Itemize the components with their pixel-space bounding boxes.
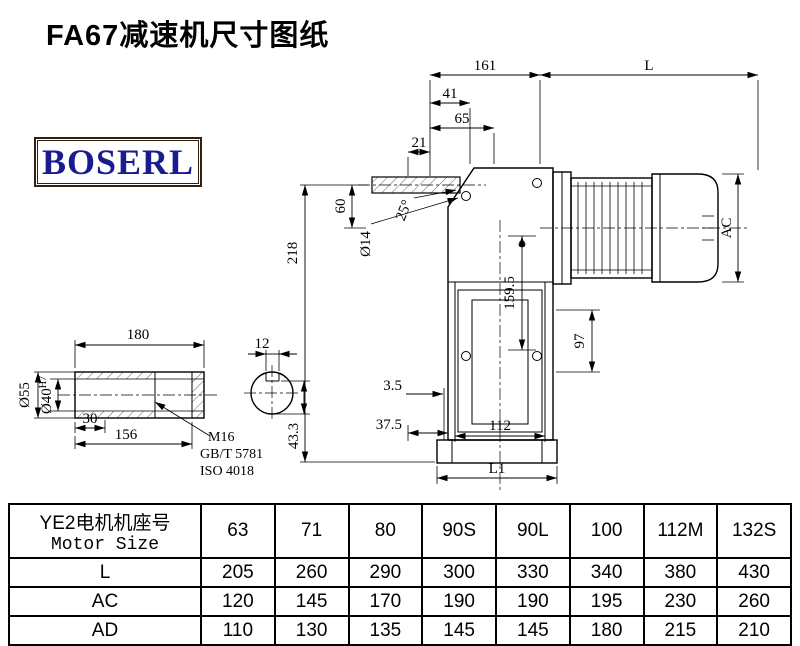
- header-motor-size-cn: YE2电机机座号: [39, 512, 171, 534]
- dim-3-5: 3.5: [383, 378, 402, 394]
- bolt-hole: [532, 178, 542, 188]
- dim-dia14: Ø14: [358, 231, 374, 257]
- standard-iso: ISO 4018: [200, 464, 254, 479]
- table-cell: 260: [273, 557, 350, 588]
- dim-L1: L1: [489, 461, 506, 477]
- col-header-90s: 90S: [421, 503, 497, 559]
- dim-97: 97: [572, 333, 588, 349]
- col-header-71: 71: [273, 503, 350, 559]
- dim-65: 65: [455, 111, 470, 127]
- table-cell: 145: [421, 615, 497, 646]
- dim-30: 30: [83, 411, 98, 427]
- col-header-112m: 112M: [642, 503, 719, 559]
- dim-angle-25: 25°: [393, 198, 416, 223]
- col-header-63: 63: [200, 503, 276, 559]
- dimensions-main: 161 L 41 65 21 60 218 Ø14 25° 159.5 97 A…: [285, 58, 759, 484]
- bolt-hole: [461, 351, 471, 361]
- table-cell: 120: [200, 586, 276, 617]
- page-title: FA67减速机尺寸图纸: [46, 20, 330, 52]
- col-header-80: 80: [347, 503, 424, 559]
- motor-fins: [577, 182, 643, 274]
- technical-drawing: 161 L 41 65 21 60 218 Ø14 25° 159.5 97 A…: [17, 58, 759, 492]
- col-header-90l: 90L: [495, 503, 571, 559]
- gearbox-housing: [436, 167, 558, 464]
- keyway: [265, 373, 280, 382]
- table-cell: 215: [642, 615, 719, 646]
- table-cell: 300: [421, 557, 497, 588]
- table-cell: 290: [347, 557, 424, 588]
- dim-AC: AC: [719, 218, 735, 239]
- col-header-100: 100: [568, 503, 645, 559]
- dim-43-3: 43.3: [286, 423, 302, 449]
- bolt-hole: [461, 191, 471, 201]
- dim-dia40h7: Ø40H7: [38, 376, 55, 414]
- motor-size-table: YE2电机机座号 Motor Size 63 71 80 90S 90L 100…: [8, 503, 792, 646]
- table-row-AC: AC 120 145 170 190 190 195 230 260: [8, 586, 792, 617]
- table-cell: 145: [495, 615, 571, 646]
- dim-L: L: [644, 58, 653, 74]
- bolt-hole: [532, 351, 542, 361]
- dim-161: 161: [474, 58, 497, 74]
- dim-37-5: 37.5: [376, 417, 402, 433]
- table-cell: 170: [347, 586, 424, 617]
- row-label-AD: AD: [8, 615, 202, 646]
- table-cell: 430: [716, 557, 792, 588]
- dim-41: 41: [443, 86, 458, 102]
- table-cell: 110: [200, 615, 276, 646]
- logo-text: BOSERL: [41, 142, 195, 182]
- table-cell: 180: [568, 615, 645, 646]
- dim-60: 60: [333, 199, 349, 214]
- motor: [552, 171, 719, 285]
- table-cell: 330: [495, 557, 571, 588]
- table-cell: 210: [716, 615, 792, 646]
- table-row-L: L 205 260 290 300 330 340 380 430: [8, 557, 792, 588]
- dimensions-end-view: 12 43.3: [248, 336, 310, 449]
- table-row-AD: AD 110 130 135 145 145 180 215 210: [8, 615, 792, 646]
- standard-gbt: GB/T 5781: [200, 447, 263, 462]
- shaft-end-view: 12 43.3: [244, 336, 310, 449]
- boserl-logo: BOSERL: [34, 137, 202, 187]
- table-cell: 130: [273, 615, 350, 646]
- table-cell: 135: [347, 615, 424, 646]
- mounting-foot: [436, 439, 558, 464]
- table-cell: 205: [200, 557, 276, 588]
- dim-180: 180: [127, 327, 150, 343]
- hollow-shaft: [74, 371, 205, 419]
- table-header-row: YE2电机机座号 Motor Size 63 71 80 90S 90L 100…: [8, 503, 792, 559]
- table-cell: 260: [716, 586, 792, 617]
- dim-156: 156: [115, 427, 138, 443]
- table-cell: 380: [642, 557, 719, 588]
- dim-21: 21: [412, 135, 427, 151]
- main-view: 161 L 41 65 21 60 218 Ø14 25° 159.5 97 A…: [285, 58, 759, 492]
- table-cell: 340: [568, 557, 645, 588]
- input-shaft: [371, 176, 461, 194]
- header-motor-size-en: Motor Size: [50, 534, 160, 555]
- thread-callout: M16: [208, 430, 234, 445]
- row-label-L: L: [8, 557, 202, 588]
- header-motor-size: YE2电机机座号 Motor Size: [8, 503, 202, 559]
- table-cell: 145: [273, 586, 350, 617]
- dim-dia55: Ø55: [17, 382, 33, 408]
- table-cell: 190: [495, 586, 571, 617]
- dim-12: 12: [255, 336, 270, 352]
- dim-159-5: 159.5: [502, 276, 518, 310]
- col-header-132s: 132S: [716, 503, 792, 559]
- dim-112: 112: [489, 418, 511, 434]
- table-cell: 230: [642, 586, 719, 617]
- dimensions-shaft: 180 Ø55 Ø40H7 30 156: [17, 327, 263, 479]
- fan-cover: [651, 173, 719, 283]
- dim-218: 218: [285, 242, 301, 265]
- table-cell: 190: [421, 586, 497, 617]
- shaft-detail-view: 180 Ø55 Ø40H7 30 156: [17, 327, 263, 479]
- table-cell: 195: [568, 586, 645, 617]
- row-label-AC: AC: [8, 586, 202, 617]
